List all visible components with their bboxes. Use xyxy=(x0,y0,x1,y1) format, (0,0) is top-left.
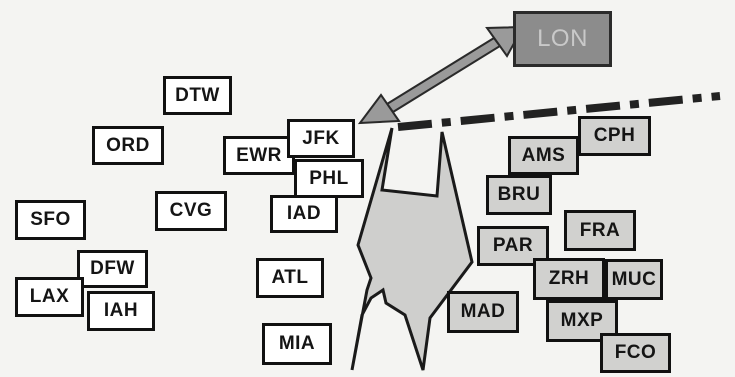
airport-node-jfk[interactable]: JFK xyxy=(287,119,355,158)
airport-node-ewr[interactable]: EWR xyxy=(223,136,295,175)
airport-node-iah[interactable]: IAH xyxy=(87,291,155,331)
hub-node-lon[interactable]: LON xyxy=(513,11,612,67)
airport-node-cph[interactable]: CPH xyxy=(578,116,651,156)
airport-node-fco[interactable]: FCO xyxy=(600,333,671,373)
airport-node-mia[interactable]: MIA xyxy=(262,323,332,365)
airport-node-dfw[interactable]: DFW xyxy=(77,250,148,288)
airport-node-muc[interactable]: MUC xyxy=(605,259,663,300)
airport-node-mad[interactable]: MAD xyxy=(447,291,519,333)
airport-node-phl[interactable]: PHL xyxy=(294,159,364,198)
airport-node-iad[interactable]: IAD xyxy=(270,195,338,233)
airport-node-dtw[interactable]: DTW xyxy=(163,76,232,115)
airport-node-zrh[interactable]: ZRH xyxy=(533,258,605,300)
airport-node-sfo[interactable]: SFO xyxy=(15,200,86,240)
ocean-shape xyxy=(352,128,472,370)
airport-node-cvg[interactable]: CVG xyxy=(155,191,227,231)
airport-node-ams[interactable]: AMS xyxy=(508,136,579,175)
airport-node-atl[interactable]: ATL xyxy=(256,258,324,298)
dash-dot-boundary-line xyxy=(398,96,720,127)
arrow-shaft xyxy=(387,38,500,112)
airport-node-lax[interactable]: LAX xyxy=(15,277,84,317)
airport-node-bru[interactable]: BRU xyxy=(486,175,552,215)
lon-jfk-double-arrow xyxy=(360,27,523,123)
airport-node-ord[interactable]: ORD xyxy=(92,126,164,165)
airport-node-fra[interactable]: FRA xyxy=(564,210,636,251)
